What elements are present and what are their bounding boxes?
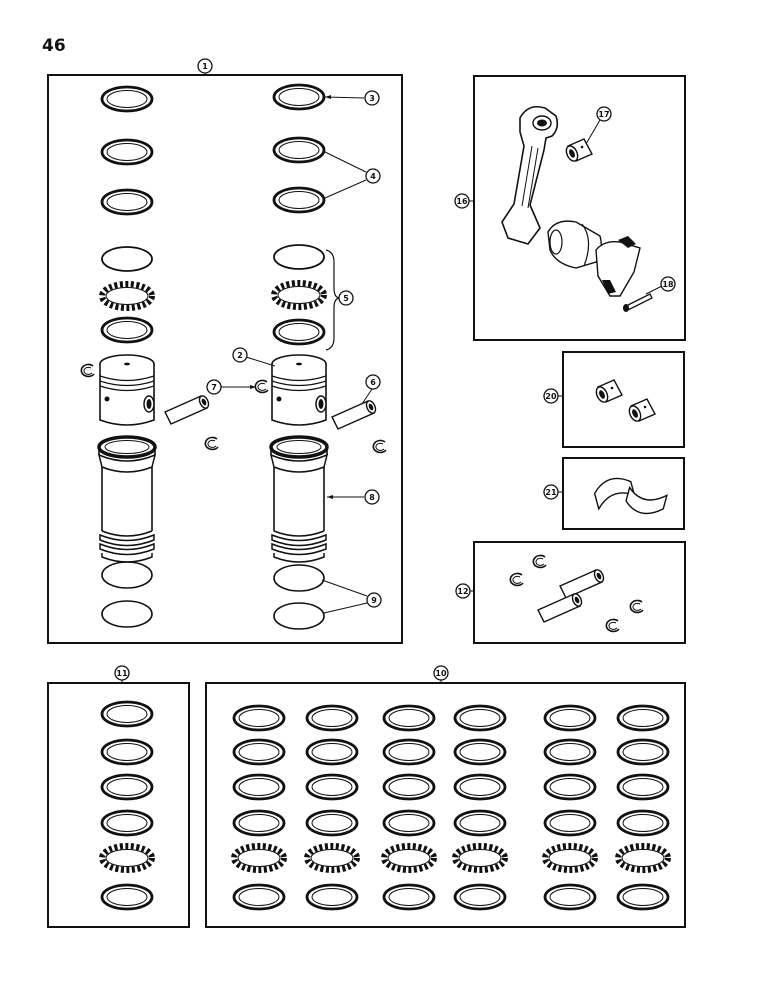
ring-set-box-11: 11: [47, 665, 190, 928]
svg-text:4: 4: [370, 172, 376, 181]
svg-text:1: 1: [202, 62, 208, 71]
callout-12: 12: [455, 583, 471, 599]
callout-16: 16: [454, 193, 470, 209]
svg-text:9: 9: [371, 596, 377, 605]
svg-text:8: 8: [369, 493, 375, 502]
callout-20: 20: [543, 388, 559, 404]
svg-text:16: 16: [456, 197, 468, 206]
connecting-rod-box: 16 17 18: [454, 75, 686, 341]
cylinder-sleeves: [97, 435, 329, 564]
svg-text:21: 21: [545, 488, 557, 497]
callout-17: 17: [596, 106, 612, 122]
svg-text:11: 11: [116, 669, 128, 678]
callout-11: 11: [114, 665, 130, 681]
ring-col-5: [545, 704, 595, 911]
callout-10: 10: [433, 665, 449, 681]
callout-2: 2: [232, 347, 248, 363]
svg-text:10: 10: [435, 669, 447, 678]
ring-set-box-10: 10: [205, 665, 686, 928]
callout-4: 4: [365, 168, 381, 184]
kit-1-callouts: 3 4 5 2 7 6 8 9: [206, 90, 382, 614]
ring-col-6: [618, 704, 668, 911]
ring-col-1: [234, 704, 284, 911]
svg-text:12: 12: [457, 587, 468, 596]
page-number: 46: [42, 36, 66, 56]
callout-7: 7: [206, 379, 222, 395]
pin-kit-box: 12: [455, 541, 686, 644]
ring-col-4: [455, 704, 505, 911]
callout-6: 6: [365, 374, 381, 390]
svg-text:17: 17: [598, 110, 609, 119]
compression-ring-top: [272, 83, 326, 111]
svg-text:3: 3: [369, 94, 375, 103]
callout-5: 5: [338, 290, 354, 306]
kit-1-left-rings: [102, 85, 152, 344]
callout-18: 18: [660, 276, 676, 292]
rod-bolt: [623, 293, 653, 312]
ring-col-3: [384, 704, 434, 911]
svg-text:2: 2: [237, 351, 243, 360]
rod-cap: [595, 236, 641, 297]
svg-text:6: 6: [370, 378, 376, 387]
callout-21: 21: [543, 484, 559, 500]
rod-bearing: [547, 220, 603, 269]
bushing-kit-box: 20: [543, 351, 685, 448]
kit-1-right-rings: [272, 83, 326, 346]
sleeve-seals: [101, 561, 325, 630]
ring-col-2: [307, 704, 357, 911]
callout-9: 9: [366, 592, 382, 608]
bearing-kit-box: 21: [543, 457, 685, 530]
svg-text:20: 20: [545, 392, 557, 401]
callout-8: 8: [364, 489, 380, 505]
connecting-rod: [501, 105, 559, 245]
callout-3: 3: [364, 90, 380, 106]
kit-1-box: 1: [47, 58, 403, 644]
svg-text:18: 18: [662, 280, 674, 289]
callout-1: 1: [197, 58, 213, 74]
svg-text:7: 7: [211, 383, 217, 392]
svg-text:5: 5: [343, 294, 349, 303]
